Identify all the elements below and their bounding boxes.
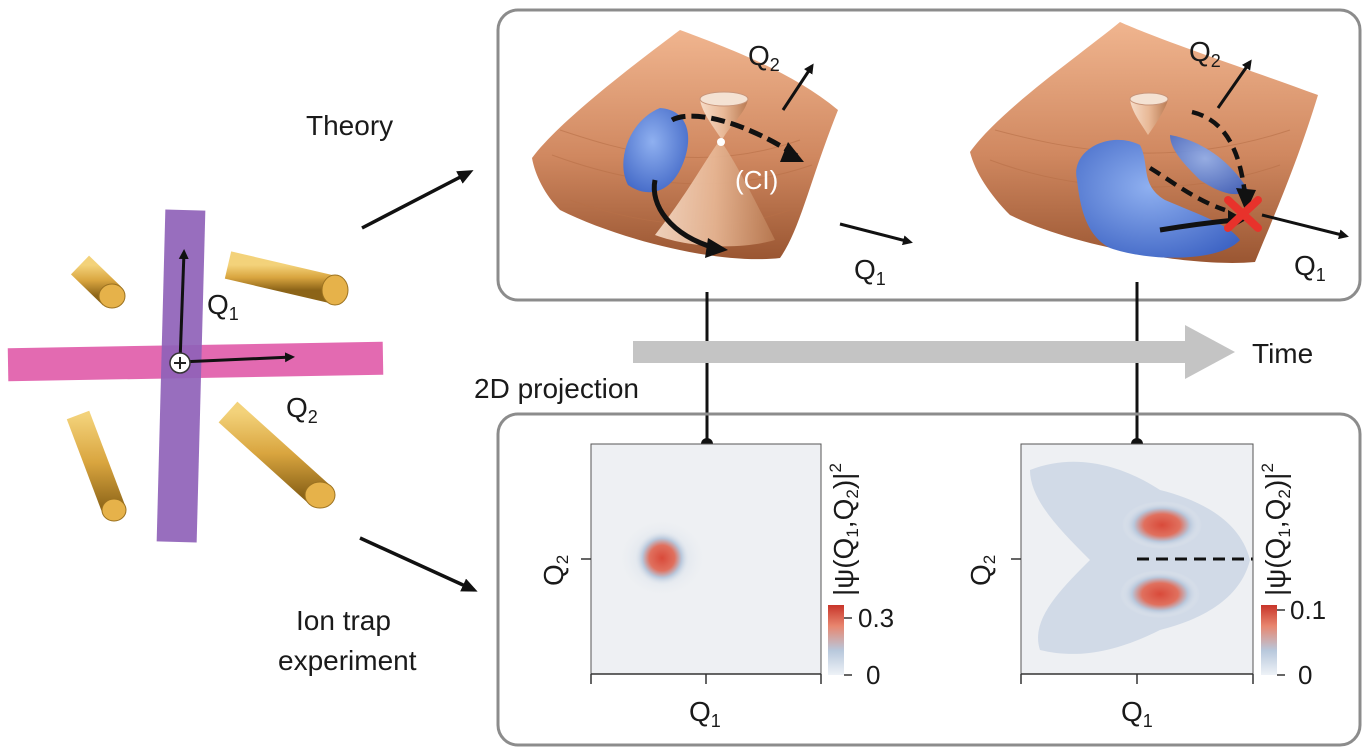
solid-path-arrow (651, 179, 716, 251)
heatmap-left (590, 443, 822, 675)
colorbar-left (828, 605, 844, 675)
q1-xlabel-left: Q1 (689, 696, 721, 731)
q2-ylabel-left: Q2 (538, 554, 572, 586)
q2-axis-arrow (179, 352, 295, 364)
colorbar-right-min: 0 (1298, 660, 1313, 690)
arrow-to-theory (361, 170, 474, 230)
q2-ylabel-right: Q2 (965, 554, 999, 586)
psi-ylabel-left: |ψ(Q1,Q2)|2 (826, 463, 862, 596)
arrow-to-experiment (359, 536, 478, 592)
projection-label: 2D projection (474, 373, 639, 404)
ion-trap-schematic (7, 209, 384, 543)
q2-arrow-left-surface (781, 63, 814, 111)
theory-panel (496, 8, 1362, 302)
heatmap-right (1020, 443, 1254, 675)
q1-label-left-surface: Q1 (854, 254, 886, 289)
q2-label-trap: Q2 (286, 392, 318, 427)
ci-label: (CI) (735, 165, 779, 195)
time-label: Time (1252, 338, 1314, 369)
trap-rod-bottom-right (218, 401, 336, 509)
ci-marker-cross (1224, 196, 1262, 232)
purple-laser-beam (156, 209, 206, 543)
plus-icon (174, 357, 186, 369)
q1-xlabel-right: Q1 (1121, 696, 1153, 731)
dashed-path-arrow (670, 113, 802, 161)
q1-label-right-surface: Q1 (1294, 250, 1326, 285)
theory-label: Theory (306, 110, 394, 141)
experiment-label: experiment (278, 645, 417, 676)
wavepacket-blob (623, 108, 689, 193)
trap-rod-bottom-left (66, 410, 127, 522)
ion-trap-label: Ion trap (296, 605, 391, 636)
q2-label-right-surface: Q2 (1189, 36, 1221, 71)
psi-ylabel-right: |ψ(Q1,Q2)|2 (1258, 463, 1294, 596)
experiment-panel (496, 412, 1362, 747)
q1-arrow-left-surface (839, 222, 913, 246)
q1-arrow-right-surface (1261, 213, 1349, 240)
potential-surface-right (970, 22, 1318, 263)
wavepacket-ring (1076, 139, 1240, 258)
q2-label-left-surface: Q2 (748, 40, 780, 75)
potential-surface-left (532, 30, 838, 260)
trap-rod-top-left (70, 255, 126, 309)
trap-rod-top-right (224, 251, 349, 306)
colorbar-left-max: 0.3 (858, 603, 895, 633)
time-arrow (633, 325, 1235, 379)
q1-axis-arrow (178, 249, 189, 363)
colorbar-right (1261, 605, 1277, 675)
q2-arrow-right-surface (1216, 59, 1252, 109)
q1-label-trap: Q1 (207, 289, 239, 324)
colorbar-left-min: 0 (866, 660, 881, 690)
colorbar-right-max: 0.1 (1290, 595, 1327, 625)
